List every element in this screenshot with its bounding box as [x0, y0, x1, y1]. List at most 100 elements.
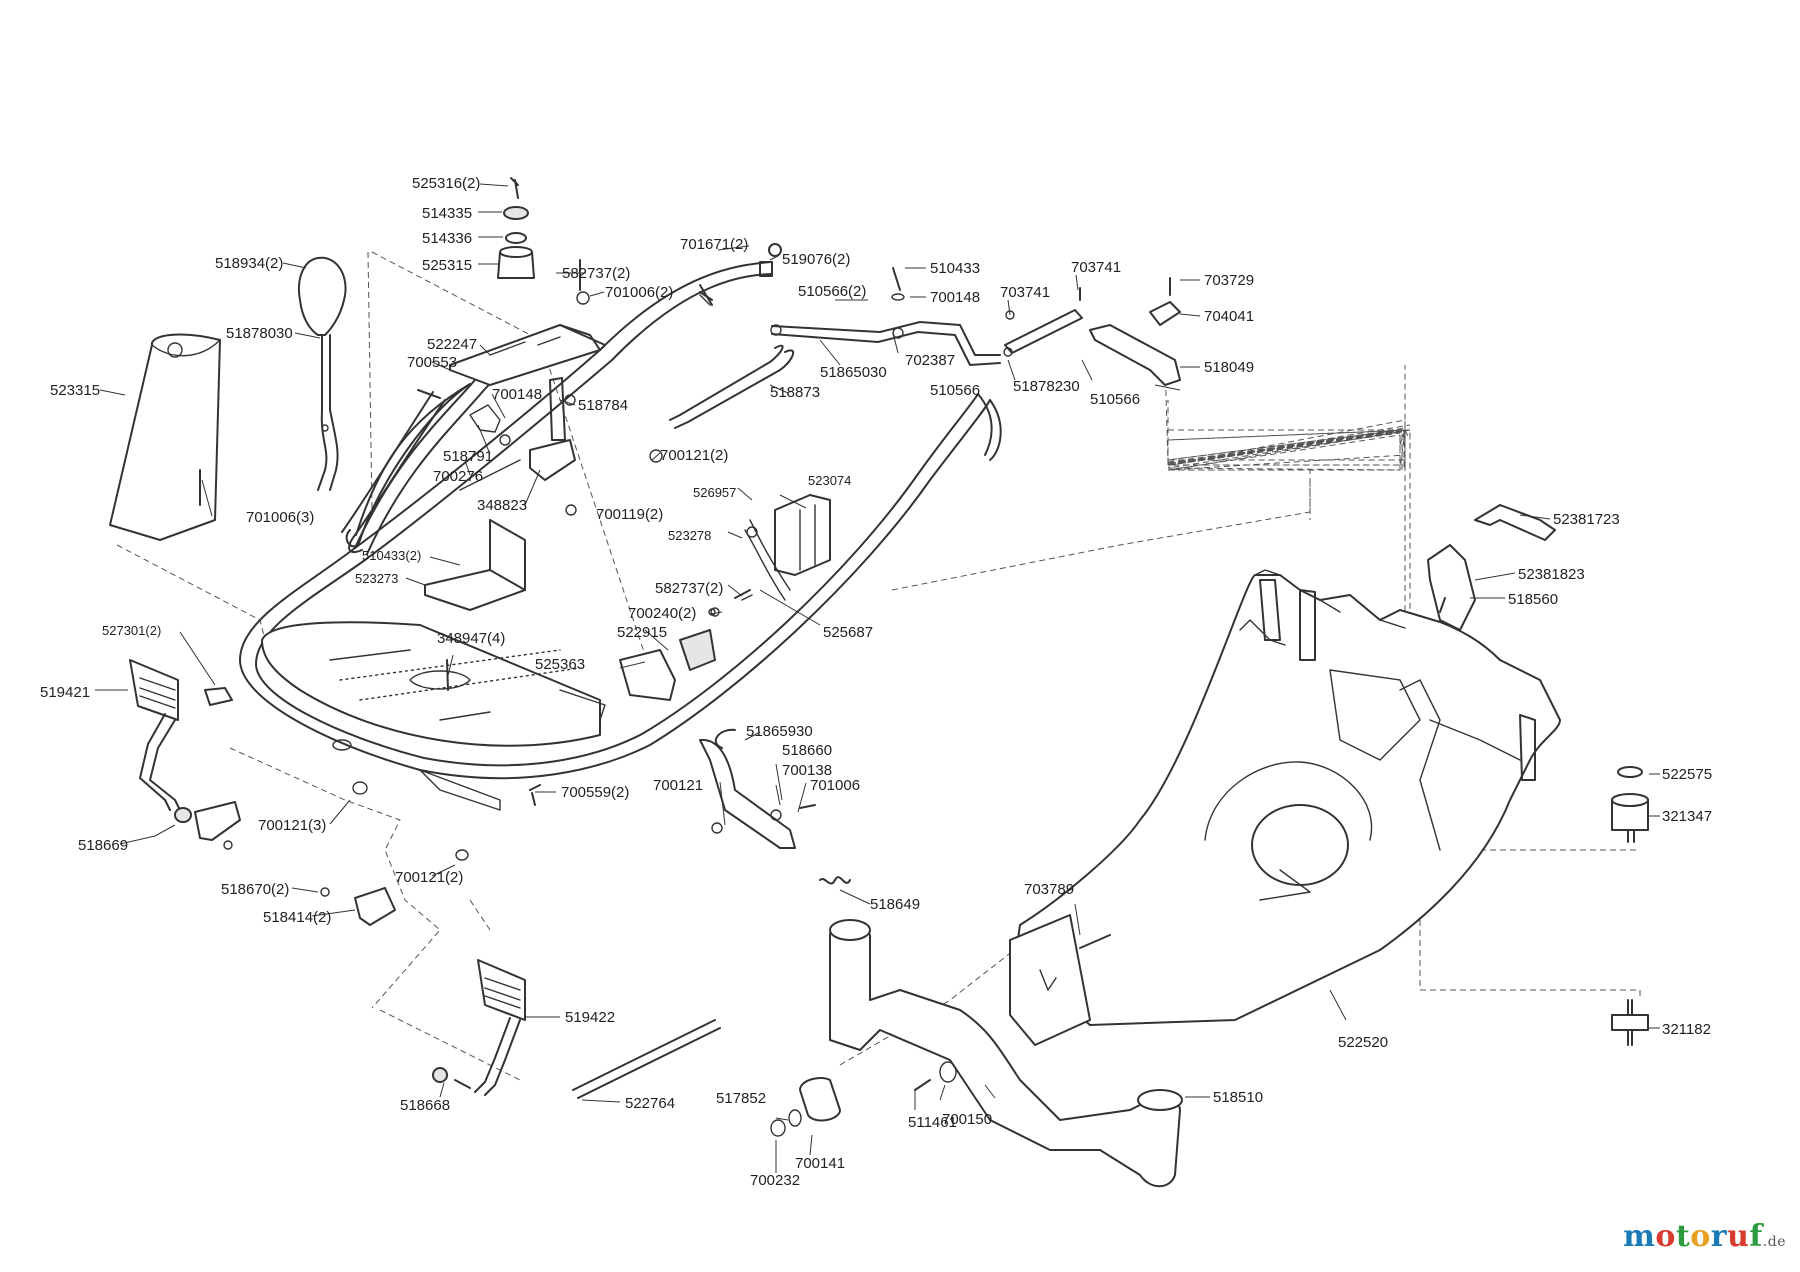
label-703741-right: 703741 [1071, 259, 1121, 276]
label-518414: 518414(2) [263, 909, 331, 926]
nut-icon [1611, 1014, 1649, 1031]
brand-letter: o [1690, 1219, 1711, 1254]
bolt-icon [799, 804, 816, 809]
deck-studs [1611, 766, 1649, 1046]
label-700121-2-lower: 700121(2) [395, 869, 463, 886]
nut-icon [432, 1067, 448, 1083]
small-hardware [174, 243, 1181, 1099]
brand-letter: u [1727, 1219, 1750, 1254]
washer-icon [939, 1061, 957, 1083]
label-518873: 518873 [770, 384, 820, 401]
washer-icon [503, 206, 529, 220]
leader-lines [95, 183, 1660, 1173]
label-518668: 518668 [400, 1097, 450, 1114]
bolt-icon [529, 784, 541, 806]
brand-letter: o [1655, 1219, 1676, 1254]
gear-knob-icon [298, 256, 347, 336]
washer-icon [770, 1119, 786, 1137]
spring-icon [819, 876, 851, 885]
nut-icon [174, 807, 192, 823]
ignition-switch-parts [497, 177, 535, 279]
label-703729: 703729 [1204, 272, 1254, 289]
part-labels: 525316(2) 514335 514336 525315 582737(2)… [40, 175, 1712, 1189]
label-510433: 510433 [930, 260, 980, 277]
brand-wordmark: motoruf [1623, 1219, 1763, 1254]
label-700121-single: 700121 [653, 777, 703, 794]
label-700276: 700276 [433, 468, 483, 485]
label-518784: 518784 [578, 397, 628, 414]
label-582737-top: 582737(2) [562, 265, 630, 282]
brand-logo: motoruf.de [1623, 1219, 1786, 1254]
label-519076: 519076(2) [782, 251, 850, 268]
wiring-harness [744, 494, 831, 601]
label-511461: 511461 [908, 1114, 957, 1131]
assembly-guide-lines [116, 251, 1641, 1081]
label-525687: 525687 [823, 624, 873, 641]
bolt-icon [914, 1079, 931, 1091]
washer-icon [1617, 766, 1643, 778]
label-51878230: 51878230 [1013, 378, 1080, 395]
label-522247: 522247 [427, 336, 477, 353]
label-702387: 702387 [905, 352, 955, 369]
label-523315: 523315 [50, 382, 100, 399]
label-700119: 700119(2) [596, 506, 663, 523]
label-525315: 525315 [422, 257, 472, 274]
left-lower-handle [341, 383, 471, 554]
label-523074: 523074 [808, 473, 851, 488]
bolt-icon [734, 589, 751, 599]
label-514336: 514336 [422, 230, 472, 247]
label-703789: 703789 [1024, 881, 1074, 898]
pedal-right [474, 959, 526, 1096]
speed-control [459, 377, 576, 491]
label-700559: 700559(2) [561, 784, 629, 801]
bolt-icon [446, 659, 449, 691]
label-510566-left: 510566 [930, 382, 980, 399]
label-522575: 522575 [1662, 766, 1712, 783]
label-51865930: 51865930 [746, 723, 813, 740]
label-51865030: 51865030 [820, 364, 887, 381]
label-704041: 704041 [1204, 308, 1254, 325]
label-510433-2: 510433(2) [362, 548, 421, 563]
pedal-left [129, 659, 181, 811]
label-700150: 700150 [942, 1111, 992, 1128]
washer-icon [505, 232, 527, 244]
label-514335: 514335 [422, 205, 472, 222]
bolt-icon [741, 594, 753, 601]
label-700553: 700553 [407, 354, 457, 371]
label-518649: 518649 [870, 896, 920, 913]
label-522520: 522520 [1338, 1034, 1388, 1051]
mower-deck [1014, 569, 1561, 1026]
label-518660: 518660 [782, 742, 832, 759]
label-518670: 518670(2) [221, 881, 289, 898]
switch-parts [619, 594, 753, 701]
washer-icon [788, 1109, 802, 1127]
label-700121-3: 700121(3) [258, 817, 326, 834]
label-518934: 518934(2) [215, 255, 283, 272]
floor-plate [261, 621, 606, 811]
label-519421: 519421 [40, 684, 90, 701]
label-51878030: 51878030 [226, 325, 293, 342]
label-518510: 518510 [1213, 1089, 1263, 1106]
label-348947: 348947(4) [437, 630, 505, 647]
label-582737-mid: 582737(2) [655, 580, 723, 597]
wheel-spacers [770, 1061, 957, 1137]
label-700240: 700240(2) [628, 605, 696, 622]
label-517852: 517852 [716, 1090, 766, 1107]
label-523278: 523278 [668, 528, 711, 543]
brand-letter: f [1749, 1219, 1763, 1254]
gear-lever [298, 256, 347, 491]
nut-icon [499, 434, 511, 446]
lower-bracket [715, 728, 736, 749]
nut-icon [455, 849, 469, 861]
label-700138: 700138 [782, 762, 832, 779]
brand-letter: m [1623, 1219, 1656, 1254]
label-703741-left: 703741 [1000, 284, 1050, 301]
label-321182: 321182 [1662, 1021, 1711, 1038]
side-cover [109, 333, 221, 541]
rear-brackets [1427, 504, 1556, 631]
brand-tld: .de [1762, 1234, 1786, 1250]
washer-icon [891, 293, 905, 301]
label-700141: 700141 [795, 1155, 845, 1172]
